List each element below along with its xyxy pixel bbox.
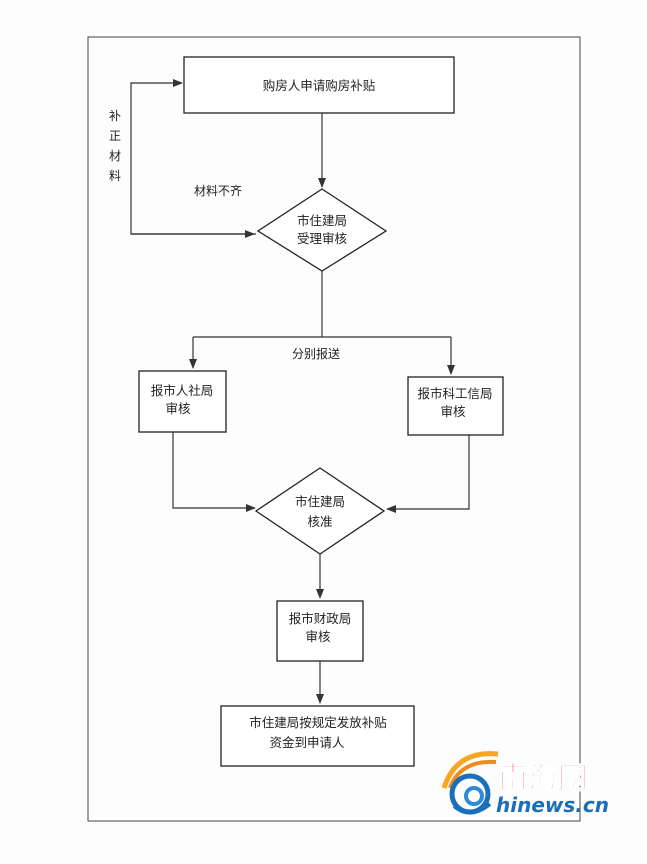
social-label-1: 报市人社局 <box>151 383 214 398</box>
industry-label-1: 报市科工信局 <box>417 386 492 401</box>
finance-box <box>276 600 364 662</box>
correct-materials-char-1: 补 <box>109 109 121 123</box>
social-box <box>138 370 227 433</box>
edge-social-approve <box>172 432 256 512</box>
finance-label-2: 审核 <box>305 629 331 644</box>
edge-industry-approve <box>386 435 470 513</box>
page-frame <box>87 36 581 822</box>
review-label-1: 市住建局 <box>297 213 347 228</box>
correct-materials-char-3: 材 <box>109 149 121 163</box>
review-label-2: 受理审核 <box>297 231 348 246</box>
payout-box <box>220 705 415 767</box>
apply-box <box>183 56 455 114</box>
correct-materials-char-2: 正 <box>109 129 121 143</box>
logo-brand-en: hinews.cn <box>496 793 609 817</box>
logo-brand-cn: 南海网 <box>498 761 588 796</box>
dispatch-label: 分别报送 <box>292 346 340 361</box>
apply-label: 购房人申请购房补贴 <box>263 78 376 93</box>
review-diamond <box>256 188 388 272</box>
correct-materials-char-4: 料 <box>109 169 121 183</box>
approve-label-2: 核准 <box>307 514 332 529</box>
payout-label-1: 市住建局按规定发放补贴 <box>249 715 387 730</box>
industry-label-2: 审核 <box>440 404 466 419</box>
finance-label-1: 报市财政局 <box>289 611 352 626</box>
approve-label-1: 市住建局 <box>295 494 345 509</box>
social-label-2: 审核 <box>165 401 191 416</box>
payout-label-2: 资金到申请人 <box>269 735 345 750</box>
missing-materials-label: 材料不齐 <box>194 183 242 198</box>
approve-diamond <box>254 467 386 555</box>
hinews-logo: 南海网 hinews.cn <box>441 751 609 817</box>
industry-box <box>407 376 504 436</box>
